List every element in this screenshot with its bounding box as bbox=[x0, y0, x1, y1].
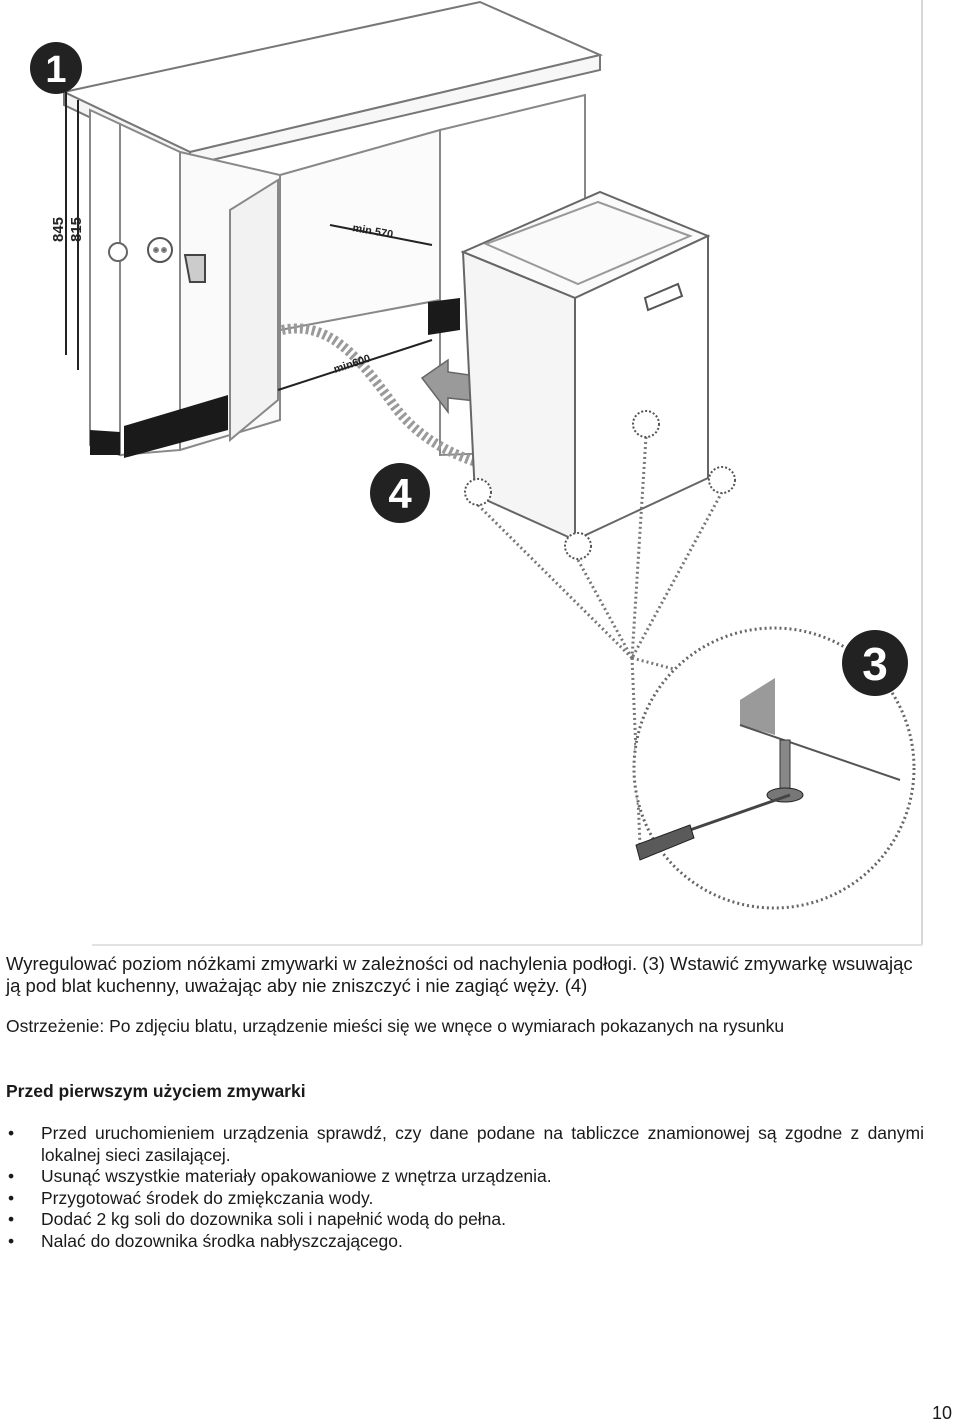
dimension-845: 845 bbox=[50, 217, 67, 242]
section-heading: Przed pierwszym użyciem zmywarki bbox=[6, 1081, 306, 1101]
instruction-paragraph: Wyregulować poziom nóżkami zmywarki w za… bbox=[6, 953, 913, 996]
dimension-lines bbox=[65, 92, 433, 391]
bullet-mark: • bbox=[8, 1230, 15, 1251]
bullet-mark: • bbox=[8, 1209, 15, 1229]
bullet-mark: • bbox=[8, 1187, 15, 1208]
list-item: •Przygotować środek do zmiękczania wody. bbox=[8, 1187, 374, 1208]
dimension-815: 815 bbox=[68, 217, 85, 242]
page-number: 10 bbox=[931, 1403, 952, 1423]
svg-text:3: 3 bbox=[862, 638, 888, 690]
list-item: •Nalać do dozownika środka nabłyszczając… bbox=[8, 1230, 403, 1251]
svg-text:4: 4 bbox=[388, 470, 412, 517]
marker-1: 1 bbox=[30, 42, 82, 94]
marker-3: 3 bbox=[842, 630, 908, 696]
bullet-list: •Przed uruchomieniem urządzenia sprawdź,… bbox=[6, 1123, 924, 1252]
bullet-mark: • bbox=[8, 1166, 15, 1186]
bullet-mark: • bbox=[8, 1123, 15, 1143]
warning-paragraph: Ostrzeżenie: Po zdjęciu blatu, urządzeni… bbox=[6, 1016, 785, 1036]
list-item: •Dodać 2 kg soli do dozownika soli i nap… bbox=[8, 1209, 507, 1229]
list-item: •Przed uruchomieniem urządzenia sprawdź,… bbox=[8, 1123, 924, 1165]
marker-4: 4 bbox=[370, 463, 430, 523]
foot-adjust-detail bbox=[632, 626, 916, 910]
installation-diagram: 845 815 min 570 min600 bbox=[30, 0, 923, 946]
plinths bbox=[90, 298, 460, 458]
water-hose bbox=[280, 323, 478, 467]
svg-text:1: 1 bbox=[45, 49, 66, 91]
foot-circles bbox=[464, 410, 736, 560]
dishwasher bbox=[460, 190, 711, 542]
list-item: •Usunąć wszystkie materiały opakowaniowe… bbox=[8, 1166, 552, 1186]
